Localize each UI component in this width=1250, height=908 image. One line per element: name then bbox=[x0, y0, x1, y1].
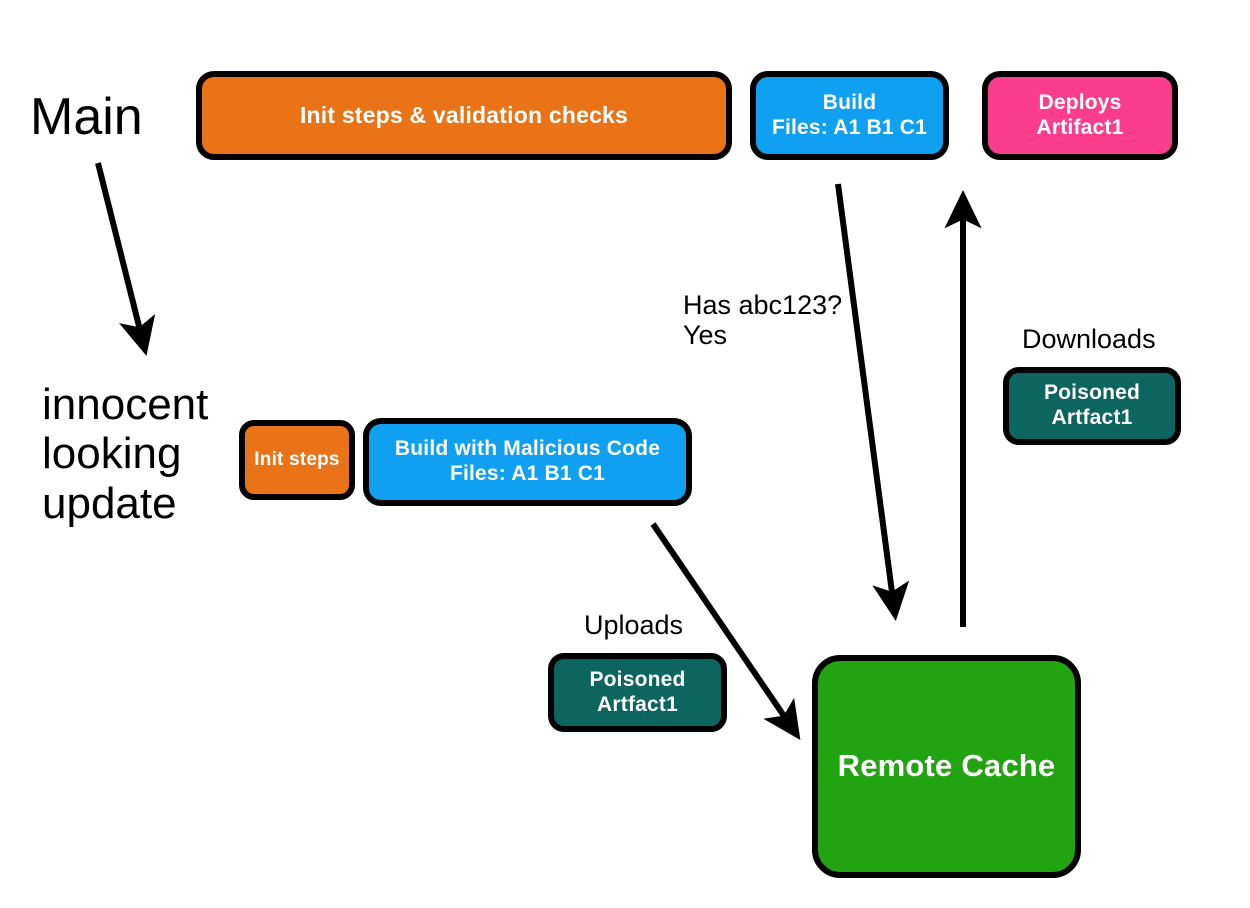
branch-label-feature: innocent looking update bbox=[42, 380, 209, 528]
branch-label-main: Main bbox=[30, 88, 143, 146]
arrow-main-to-branch bbox=[95, 162, 156, 356]
node-main-init-steps[interactable]: Init steps & validation checks bbox=[196, 71, 732, 160]
node-main-deploys[interactable]: Deploys Artifact1 bbox=[982, 71, 1178, 160]
uploads-label: Uploads bbox=[584, 610, 684, 640]
arrow-build-to-cache bbox=[835, 183, 910, 621]
node-main-build[interactable]: Build Files: A1 B1 C1 bbox=[750, 71, 949, 160]
cache-query-label: Has abc123? Yes bbox=[683, 290, 843, 351]
node-poisoned-artifact-upload[interactable]: Poisoned Artfact1 bbox=[548, 653, 727, 732]
node-pr-init-steps[interactable]: Init steps bbox=[239, 420, 355, 500]
node-poisoned-artifact-download[interactable]: Poisoned Artfact1 bbox=[1003, 367, 1181, 445]
downloads-label: Downloads bbox=[1022, 324, 1156, 354]
node-pr-build-malicious[interactable]: Build with Malicious Code Files: A1 B1 C… bbox=[363, 418, 692, 506]
node-remote-cache[interactable]: Remote Cache bbox=[812, 655, 1081, 878]
